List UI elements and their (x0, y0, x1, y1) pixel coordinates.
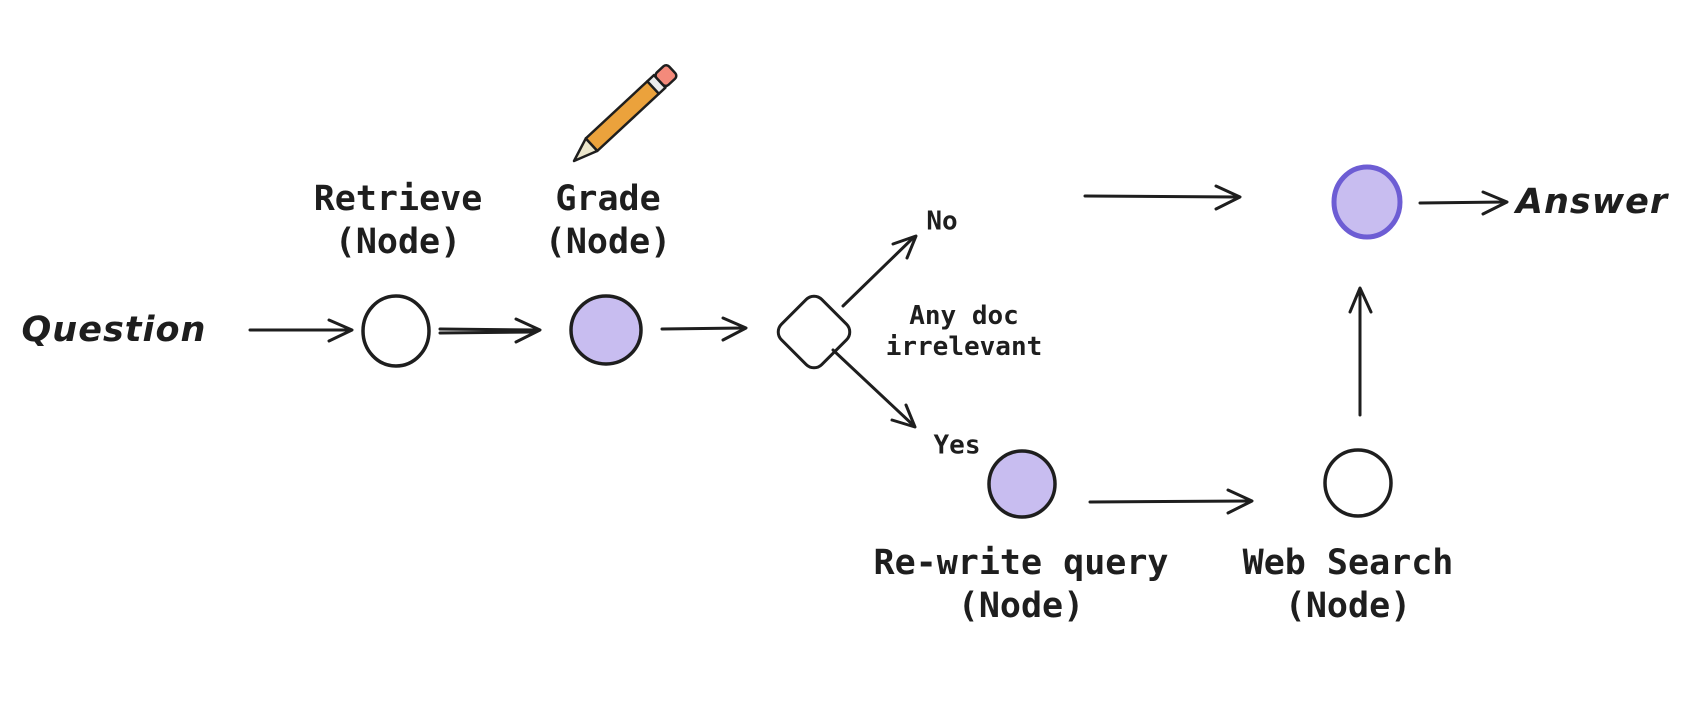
decision-condition-line1: Any doc (909, 301, 1019, 331)
yes-branch-label: Yes (933, 430, 981, 461)
grade-node (569, 294, 643, 366)
websearch-node-label-line1: Web Search (1242, 543, 1454, 583)
grade-node-label: Grade (Node) (545, 178, 671, 264)
retrieve-node-label: Retrieve (Node) (314, 178, 483, 264)
rewrite-node-label-line2: (Node) (957, 586, 1085, 626)
grade-node-label-line2: (Node) (544, 222, 672, 262)
retrieve-node-label-line1: Retrieve (313, 179, 483, 219)
decision-condition-label: Any doc irrelevant (886, 301, 1043, 363)
websearch-node-label: Web Search (Node) (1243, 542, 1454, 628)
arrow-websearch-to-generate (1348, 286, 1373, 417)
decision-condition-line2: irrelevant (885, 332, 1043, 362)
rewrite-node (987, 449, 1057, 519)
pencil-icon (572, 63, 678, 163)
generate-node (1331, 164, 1403, 240)
grade-node-label-line1: Grade (555, 179, 661, 219)
no-branch-label: No (926, 206, 958, 237)
arrow-generate-to-answer (1418, 190, 1509, 216)
no-branch-arrow (841, 234, 918, 308)
arrow-question-to-retrieve (248, 318, 354, 343)
rewrite-node-label: Re-write query (Node) (873, 542, 1168, 628)
question-label: Question (21, 310, 207, 350)
arrow-retrieve-to-grade (438, 317, 542, 344)
answer-label: Answer (1515, 182, 1669, 222)
websearch-node-label-line2: (Node) (1284, 586, 1412, 626)
retrieve-node (361, 294, 431, 368)
arrow-rewrite-to-websearch (1088, 488, 1254, 515)
arrow-grade-to-decision (660, 316, 748, 342)
rewrite-node-label-line1: Re-write query (873, 543, 1169, 583)
websearch-node (1323, 448, 1393, 518)
yes-branch-arrow (831, 348, 917, 429)
retrieve-node-label-line2: (Node) (334, 222, 462, 262)
arrow-no-to-generate (1083, 184, 1242, 211)
